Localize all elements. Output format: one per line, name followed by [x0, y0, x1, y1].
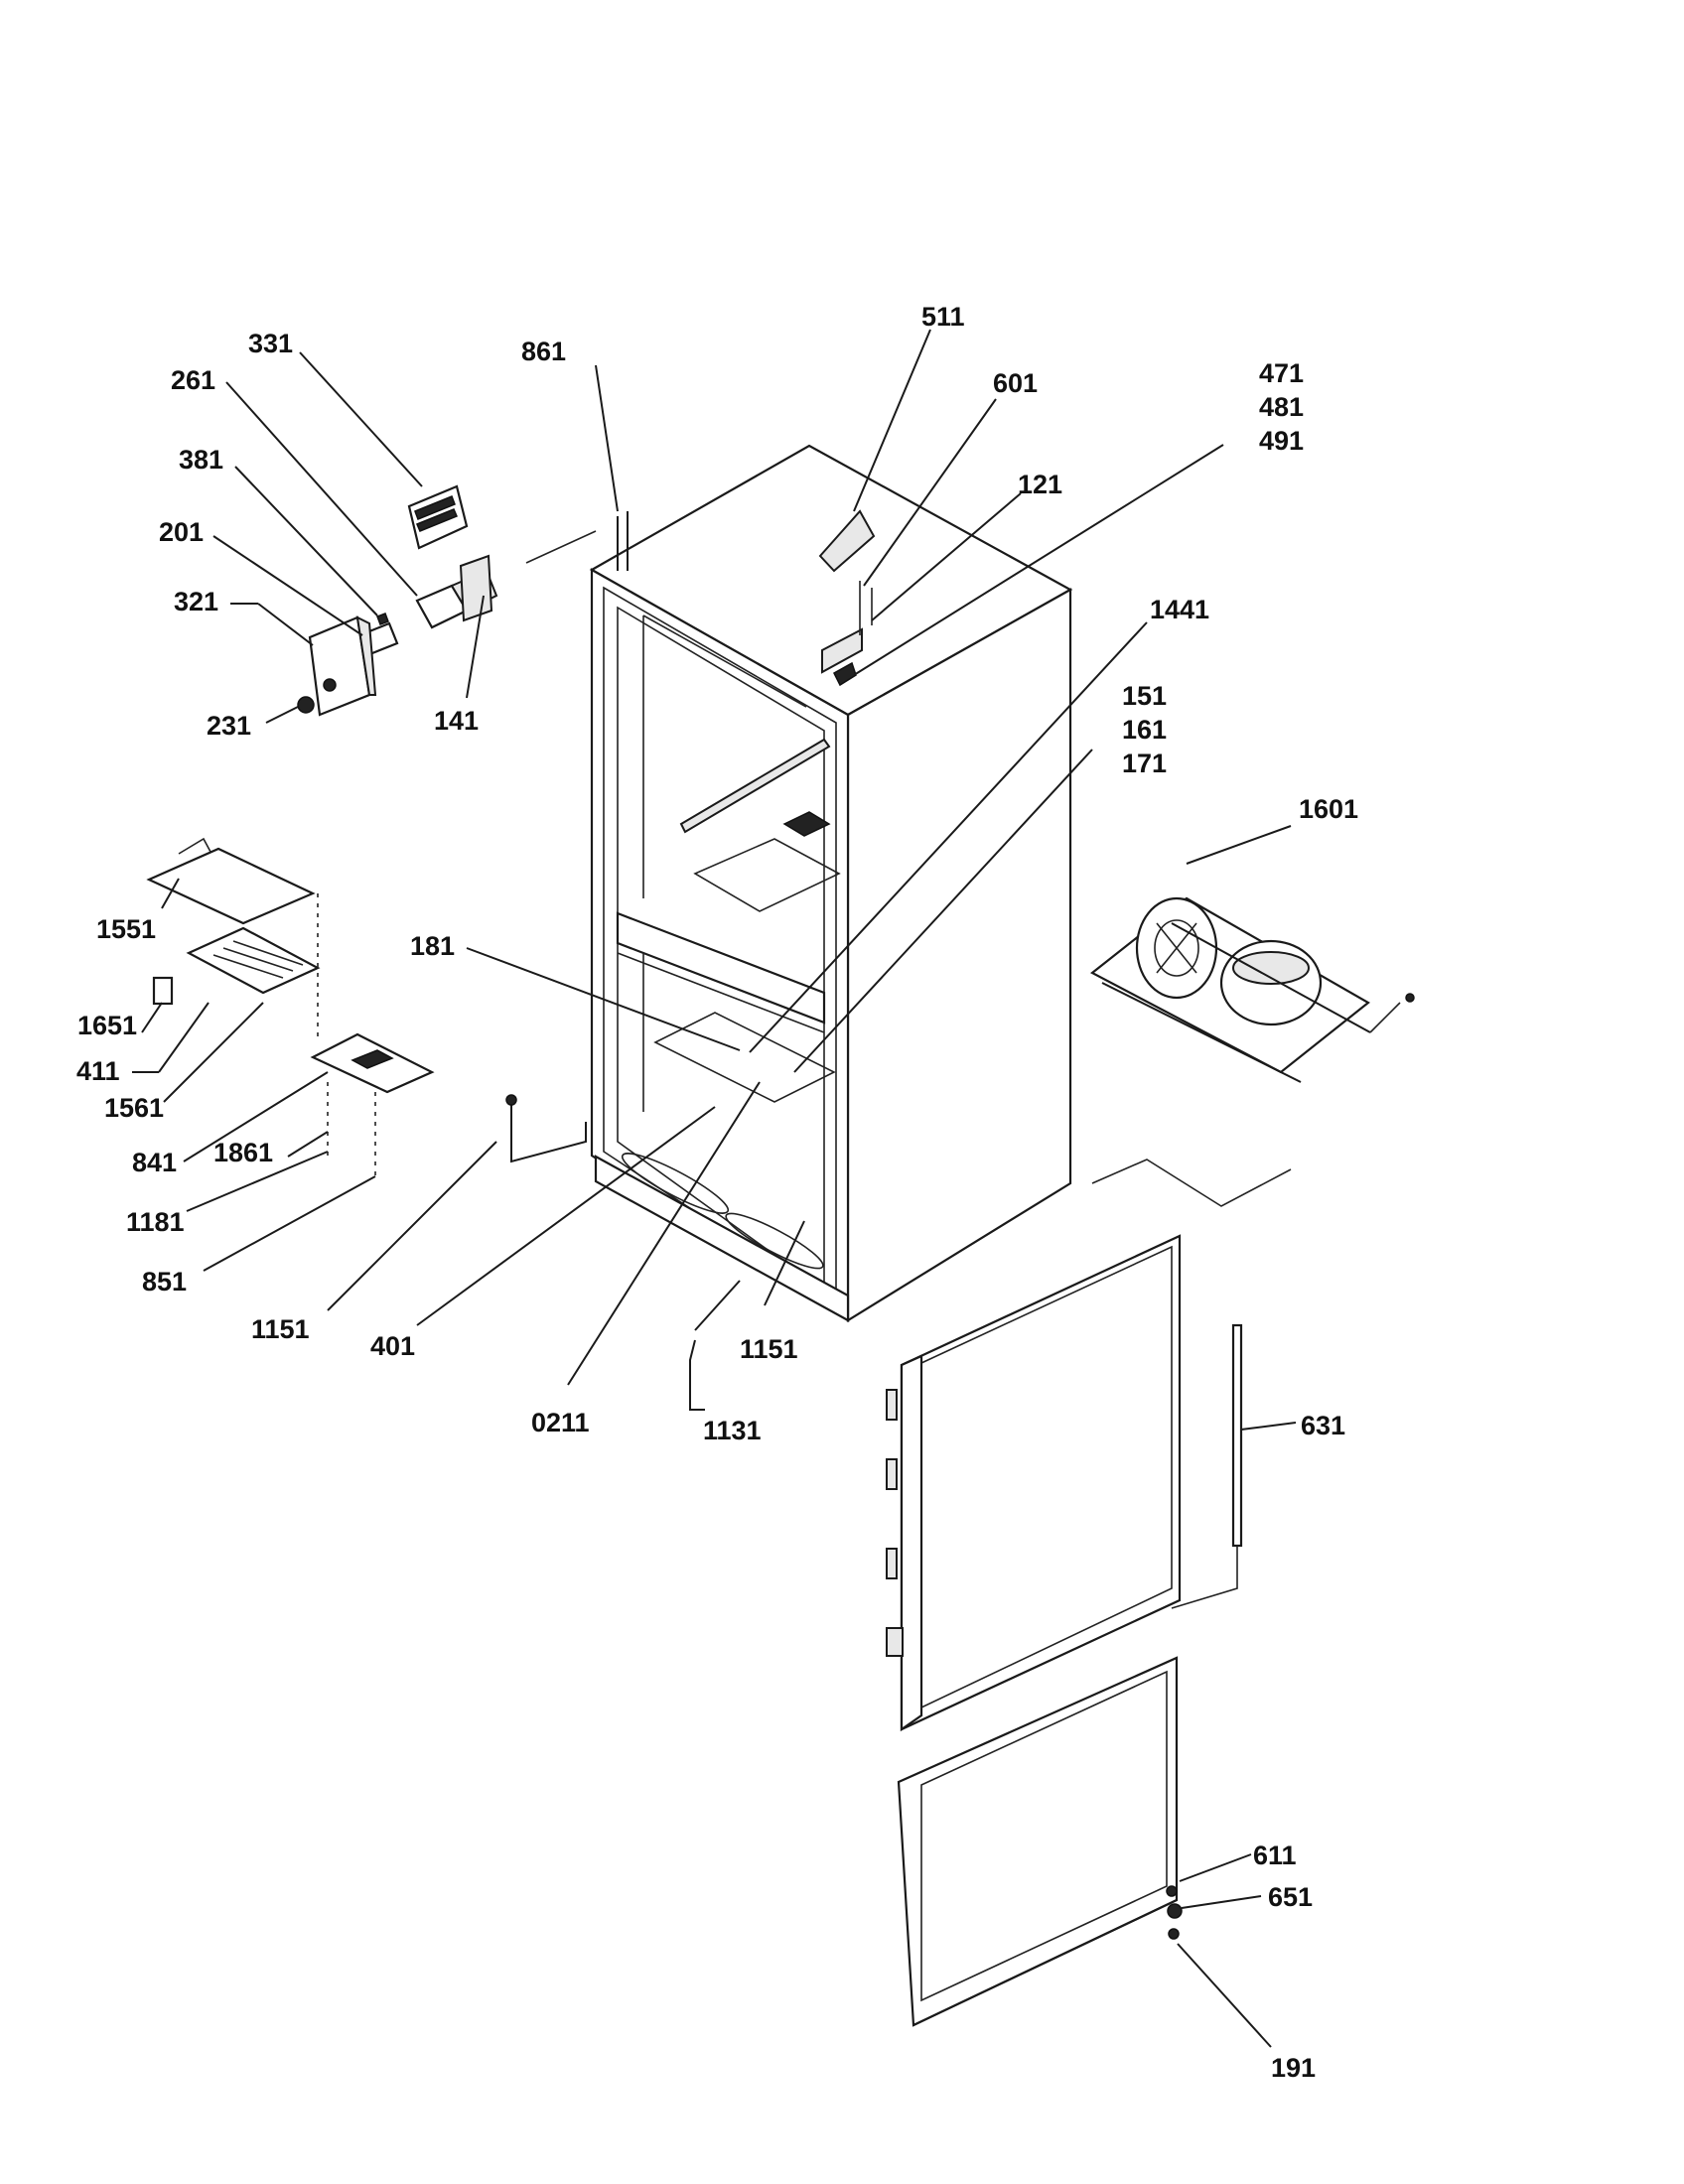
callout-141: 141	[434, 706, 479, 736]
callout-651: 651	[1268, 1882, 1313, 1912]
callout-1151-left: 1151	[251, 1314, 310, 1344]
callout-171: 171	[1122, 749, 1167, 778]
callout-321: 321	[174, 587, 218, 616]
callout-1151-right: 1151	[740, 1334, 798, 1364]
callout-1441: 1441	[1150, 595, 1209, 624]
callout-231: 231	[207, 711, 251, 741]
callout-261: 261	[171, 365, 215, 395]
upper-door	[886, 1234, 1182, 1732]
callout-1181: 1181	[126, 1207, 185, 1237]
callout-381: 381	[179, 445, 223, 475]
lower-hinge-parts	[1166, 1885, 1183, 1940]
compressor-assembly	[1089, 896, 1415, 1083]
callout-121: 121	[1018, 470, 1062, 499]
callout-1651: 1651	[77, 1011, 137, 1040]
callout-1561: 1561	[104, 1093, 164, 1123]
callout-491: 491	[1259, 426, 1304, 456]
callout-1601: 1601	[1299, 794, 1358, 824]
refrigerator-cabinet	[589, 444, 1073, 1323]
door-gasket-strip	[1171, 1323, 1243, 1609]
callout-471: 471	[1259, 358, 1304, 388]
callout-181: 181	[410, 931, 455, 961]
callout-labels: 331 261 381 201 321 231 141 861 511 601 …	[76, 302, 1358, 2083]
control-assembly	[297, 484, 498, 717]
callout-1131: 1131	[703, 1416, 762, 1445]
freezer-components	[146, 837, 435, 1181]
callout-601: 601	[993, 368, 1038, 398]
callout-411: 411	[76, 1056, 120, 1086]
callout-0211: 0211	[531, 1408, 590, 1437]
callout-511: 511	[921, 302, 965, 332]
callout-1551: 1551	[96, 914, 156, 944]
callout-161: 161	[1122, 715, 1167, 745]
callout-191: 191	[1271, 2053, 1316, 2083]
callout-481: 481	[1259, 392, 1304, 422]
callout-151: 151	[1122, 681, 1167, 711]
water-tube-assembly	[505, 1094, 587, 1163]
lower-door	[897, 1656, 1179, 2027]
leader-lines	[132, 329, 1297, 2048]
callout-331: 331	[248, 329, 293, 358]
callout-201: 201	[159, 517, 204, 547]
callout-851: 851	[142, 1267, 187, 1297]
callout-861: 861	[521, 337, 566, 366]
callout-631: 631	[1301, 1411, 1345, 1440]
callout-401: 401	[370, 1331, 415, 1361]
callout-1861: 1861	[213, 1138, 273, 1167]
callout-841: 841	[132, 1148, 177, 1177]
callout-611: 611	[1253, 1841, 1297, 1870]
